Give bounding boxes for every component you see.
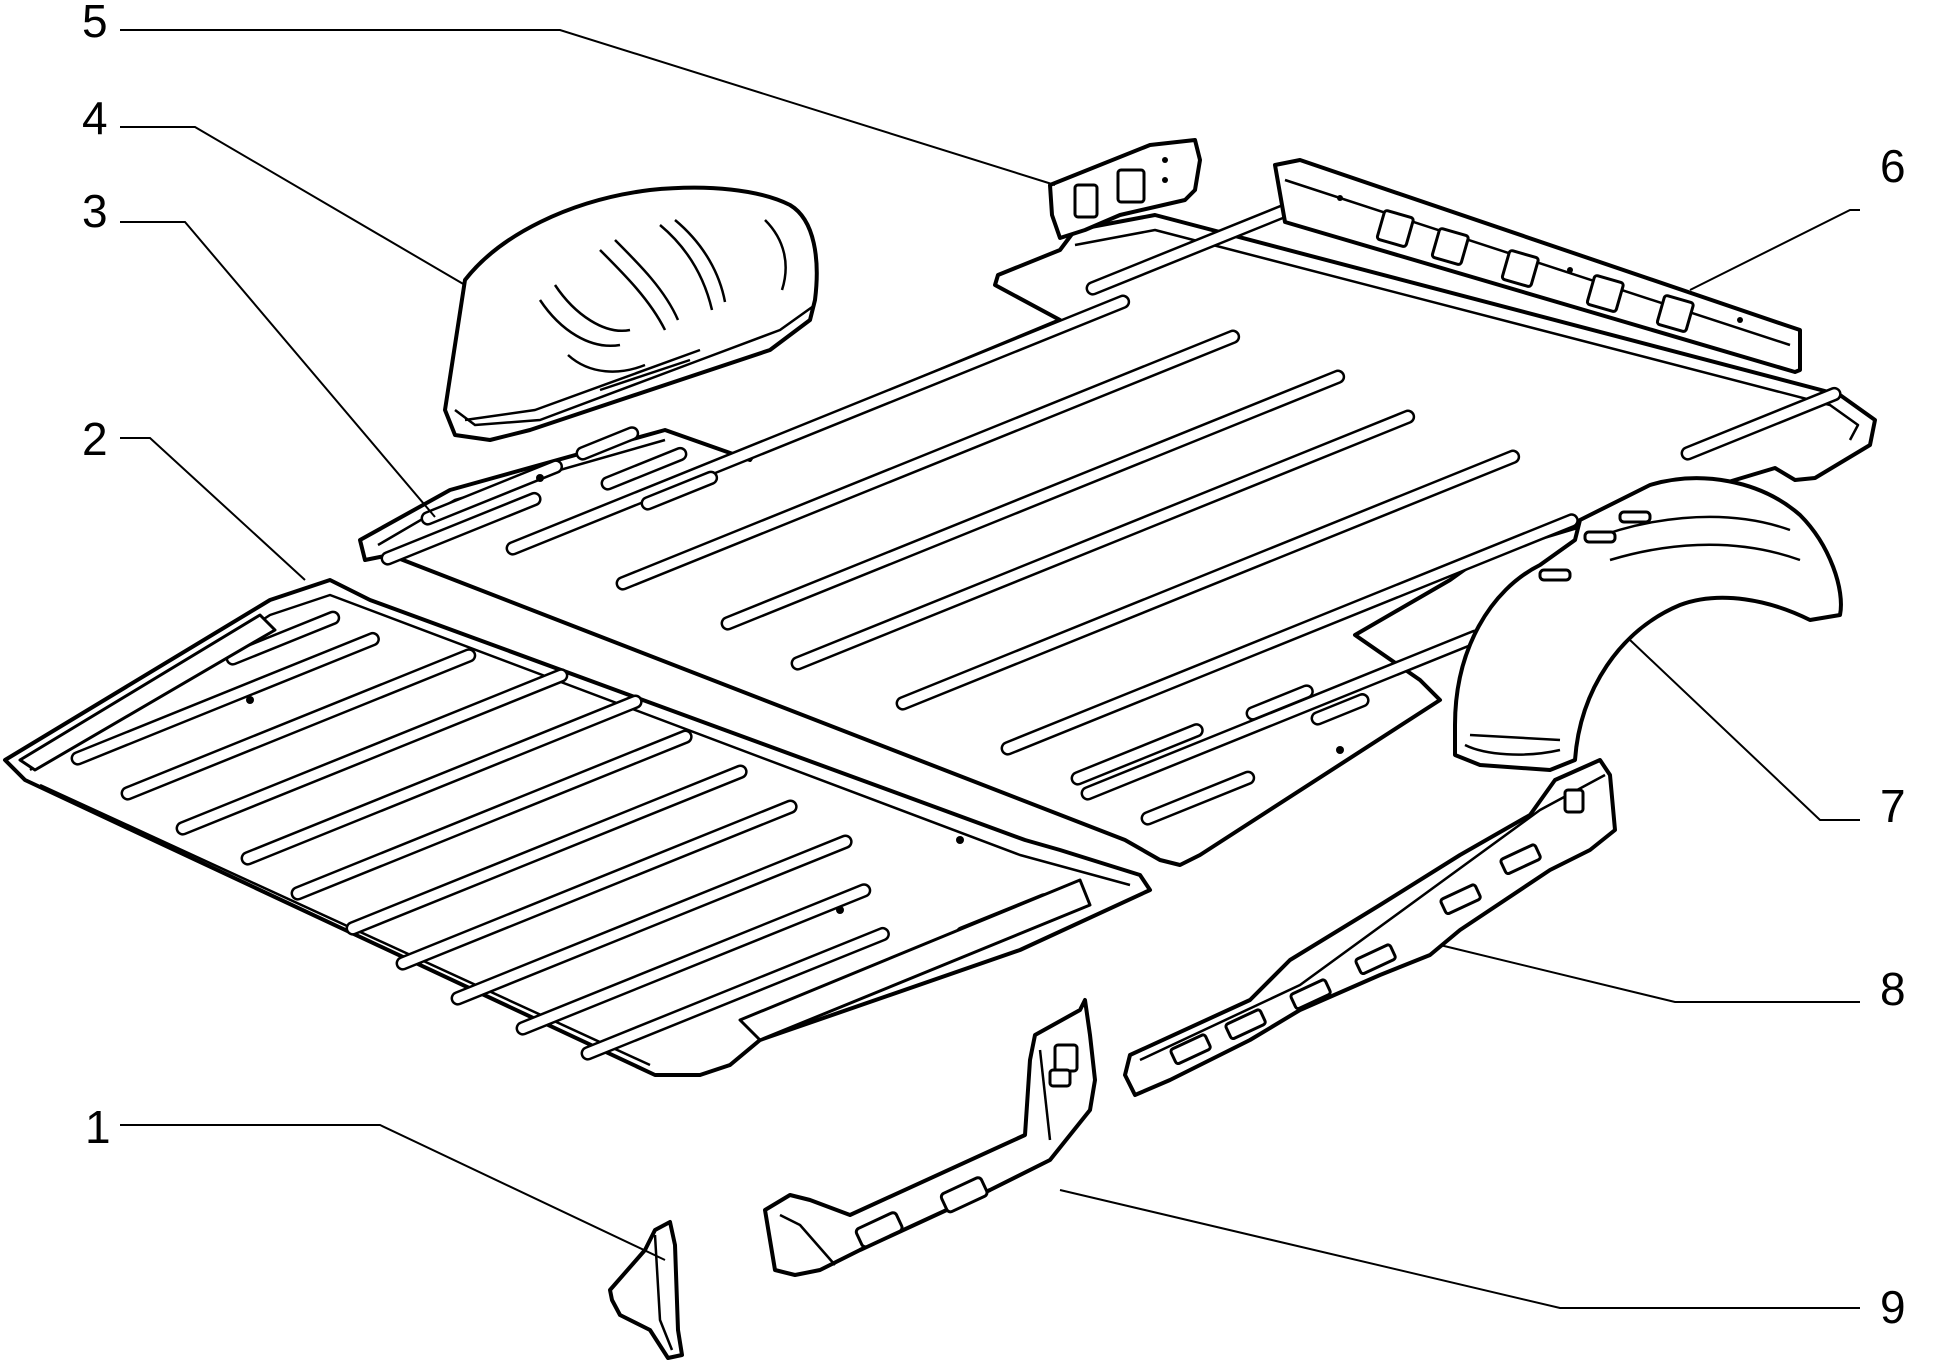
leader-3 <box>120 221 436 518</box>
leader-6 <box>1689 209 1860 291</box>
leader-5 <box>120 29 1056 186</box>
leader-7 <box>1629 639 1860 821</box>
callout-number: 8 <box>1880 963 1906 1015</box>
main-floor-panel[interactable] <box>358 184 1877 867</box>
leader-8 <box>1439 944 1860 1003</box>
leader-2 <box>120 437 306 581</box>
mount-hole <box>536 474 544 482</box>
mount-hole <box>246 696 254 704</box>
front-corner-bracket[interactable] <box>1048 138 1202 240</box>
rear-floor-ribs <box>70 610 1052 1061</box>
callout-number: 2 <box>82 413 108 465</box>
mount-hole <box>956 836 964 844</box>
callout-number: 1 <box>85 1101 111 1153</box>
side-rail-right[interactable] <box>1123 758 1617 1097</box>
leader-4 <box>120 126 466 286</box>
leader-9 <box>1059 1189 1860 1309</box>
callout-number: 3 <box>82 185 108 237</box>
rear-floor-panel[interactable] <box>3 578 1152 1077</box>
side-rail-left[interactable] <box>763 998 1097 1277</box>
corner-bracket[interactable] <box>608 1220 684 1360</box>
wheel-arch[interactable] <box>1453 476 1843 772</box>
floor-ribs <box>380 184 1842 826</box>
callout-number: 5 <box>82 0 108 47</box>
leader-lines <box>120 29 1860 1309</box>
mount-hole <box>836 906 844 914</box>
callout-number: 6 <box>1880 140 1906 192</box>
callout-numbers: 1 2 3 4 5 6 7 8 9 <box>82 0 1906 1333</box>
seat-base-cover[interactable] <box>443 185 819 442</box>
front-cross-member[interactable] <box>1273 158 1802 374</box>
mount-hole <box>1336 746 1344 754</box>
callout-number: 4 <box>82 92 108 144</box>
callout-number: 7 <box>1880 780 1906 832</box>
leader-1 <box>120 1124 666 1261</box>
callout-number: 9 <box>1880 1281 1906 1333</box>
